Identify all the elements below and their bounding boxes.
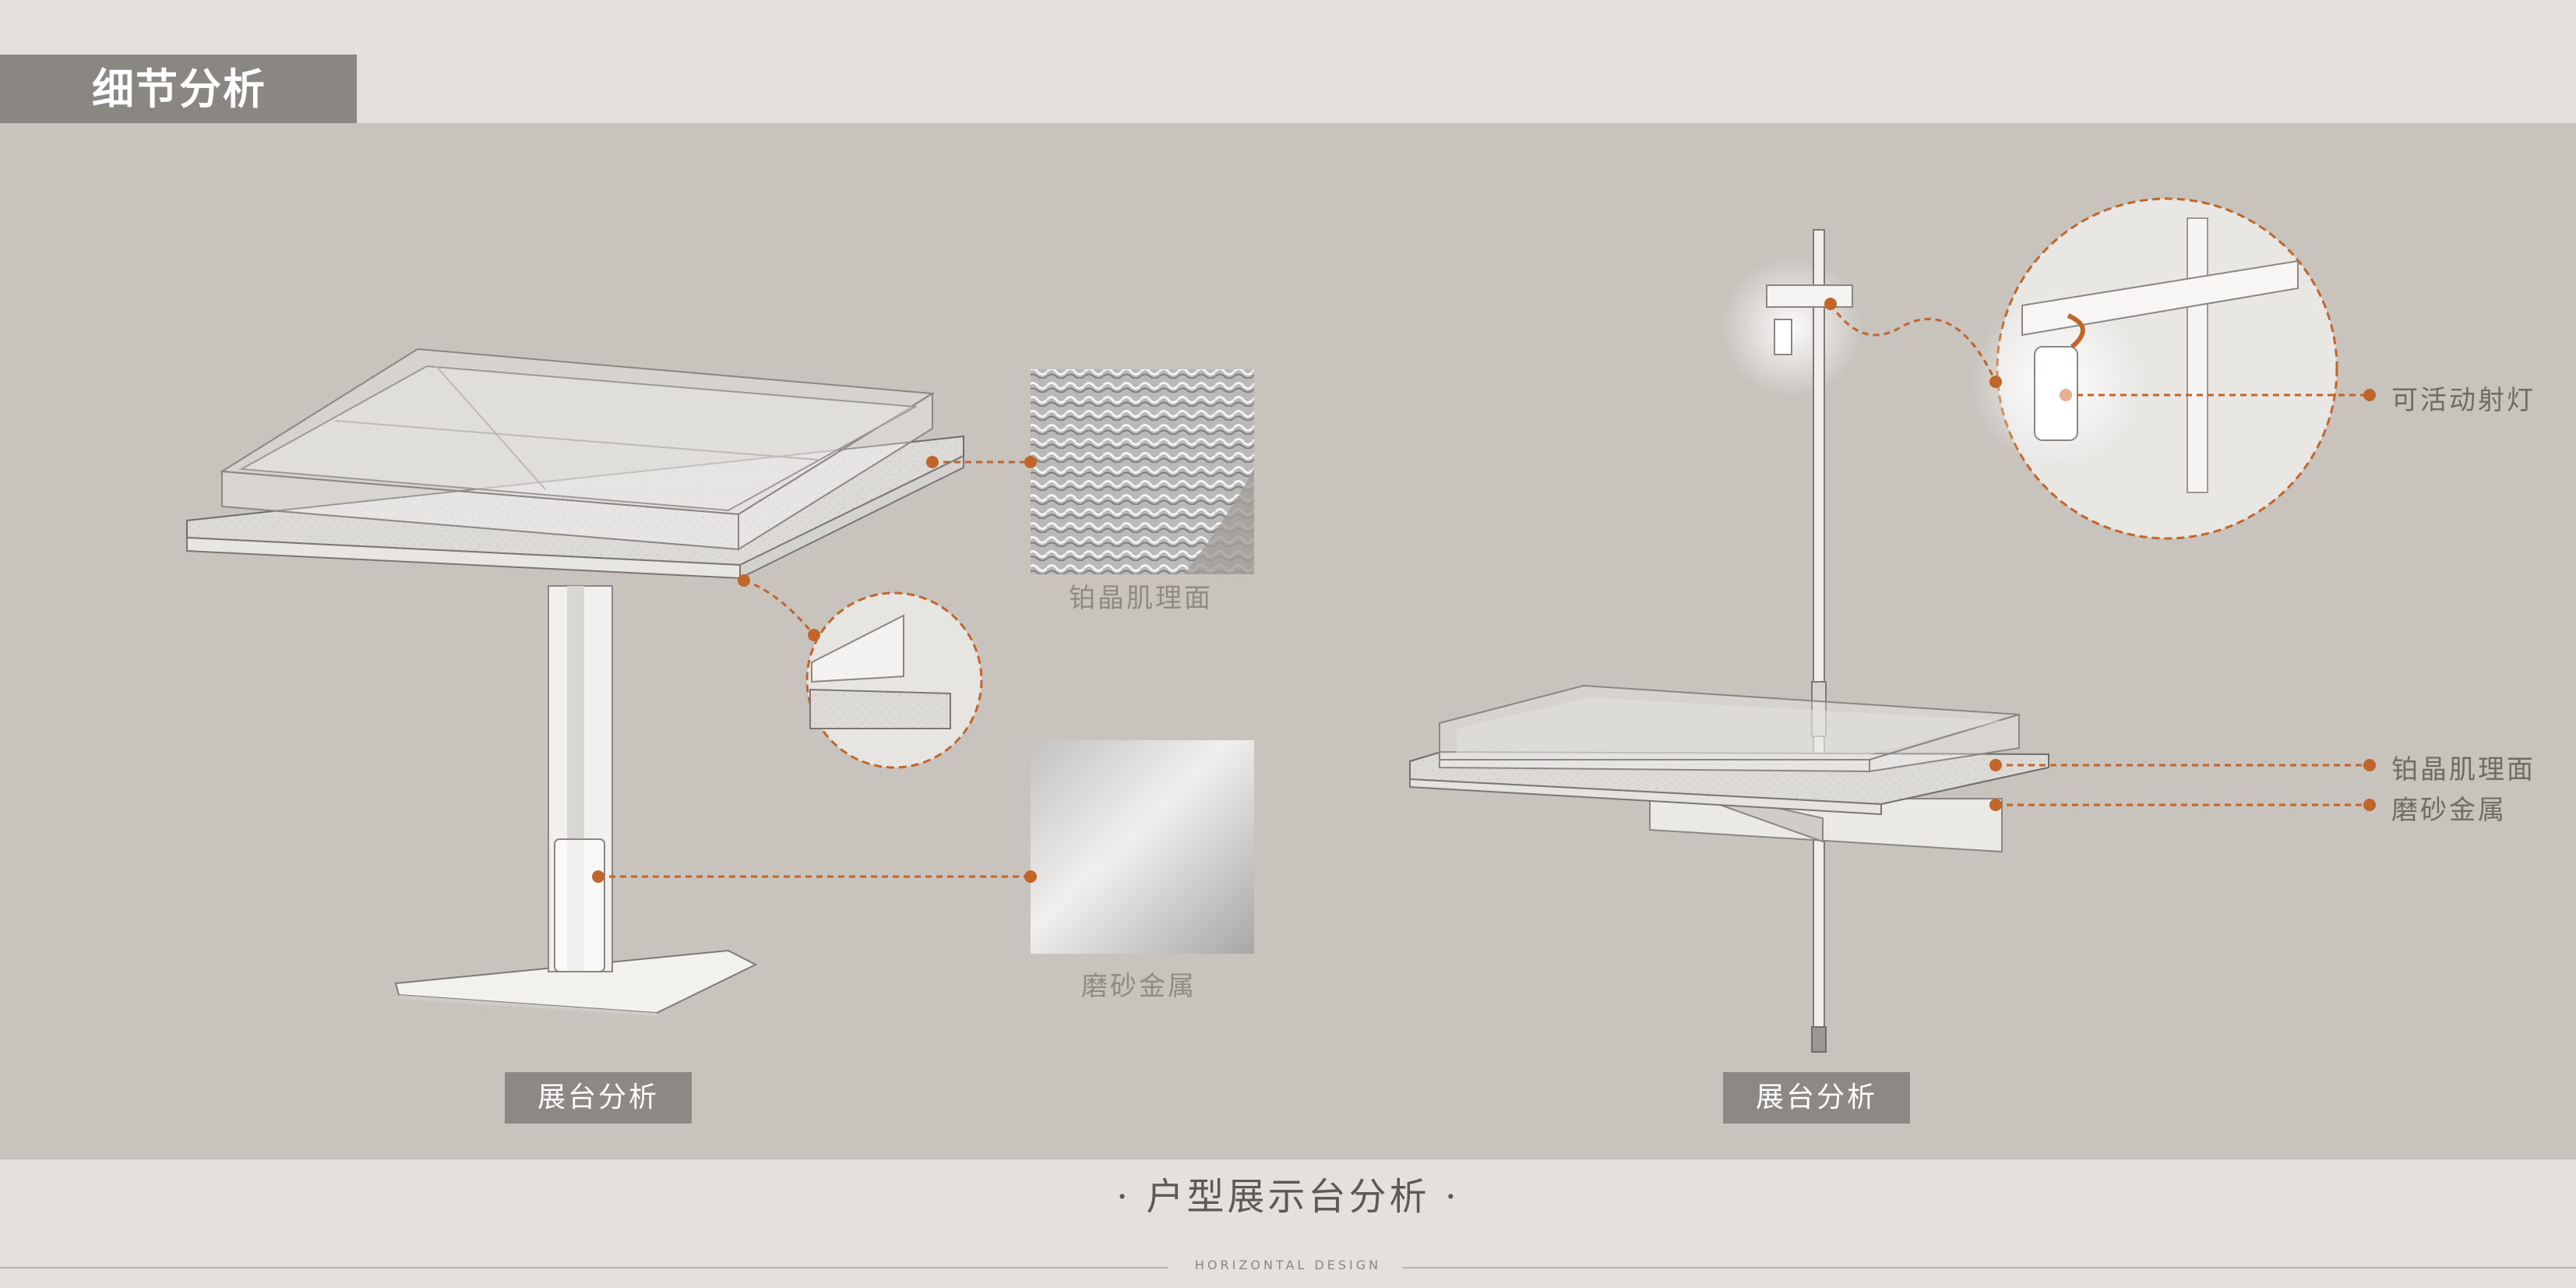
marker-dot <box>808 629 820 641</box>
footer-brand: HORIZONTAL DESIGN <box>1194 1258 1382 1272</box>
right-leader-lines <box>1829 303 2370 806</box>
metal-label: 磨砂金属 <box>2391 795 2507 826</box>
crystal-caption: 铂晶肌理面 <box>1069 583 1213 614</box>
marker-dot <box>1024 456 1037 468</box>
marker-dot <box>2363 799 2376 811</box>
marker-dot <box>926 456 939 468</box>
left-leader-lines <box>598 461 1031 878</box>
page-title: 细节分析 <box>92 64 266 114</box>
right-analysis-button[interactable]: 展台分析 <box>1723 1072 1910 1124</box>
marker-dot <box>592 870 604 883</box>
brushed-metal-swatch <box>1031 740 1254 954</box>
marker-dot <box>2363 389 2376 401</box>
marker-dot <box>2363 759 2376 771</box>
marker-dot <box>1989 759 2002 771</box>
marker-dot <box>1989 799 2002 811</box>
footer-band <box>0 1159 2576 1288</box>
spotlight-detail-zoom <box>1971 197 2338 540</box>
marker-dot <box>1989 376 2002 388</box>
header-band <box>0 0 2576 123</box>
left-analysis-button[interactable]: 展台分析 <box>505 1072 692 1124</box>
footer-rule-right <box>1402 1267 2576 1269</box>
marker-dot <box>2060 389 2072 401</box>
right-wall-shelf <box>1409 229 2049 1053</box>
crystal-label: 铂晶肌理面 <box>2391 754 2535 785</box>
left-display-table <box>186 348 964 1016</box>
footer-title: · 户型展示台分析 · <box>1115 1175 1461 1219</box>
spotlight-label: 可活动射灯 <box>2391 385 2535 416</box>
metal-caption: 磨砂金属 <box>1081 971 1196 1002</box>
marker-dot <box>1024 870 1037 883</box>
footer-rule-left <box>0 1267 1168 1269</box>
marker-dot <box>1824 298 1837 310</box>
title-tab <box>0 55 357 123</box>
marker-dot <box>738 574 750 587</box>
edge-detail-zoom <box>805 591 983 769</box>
